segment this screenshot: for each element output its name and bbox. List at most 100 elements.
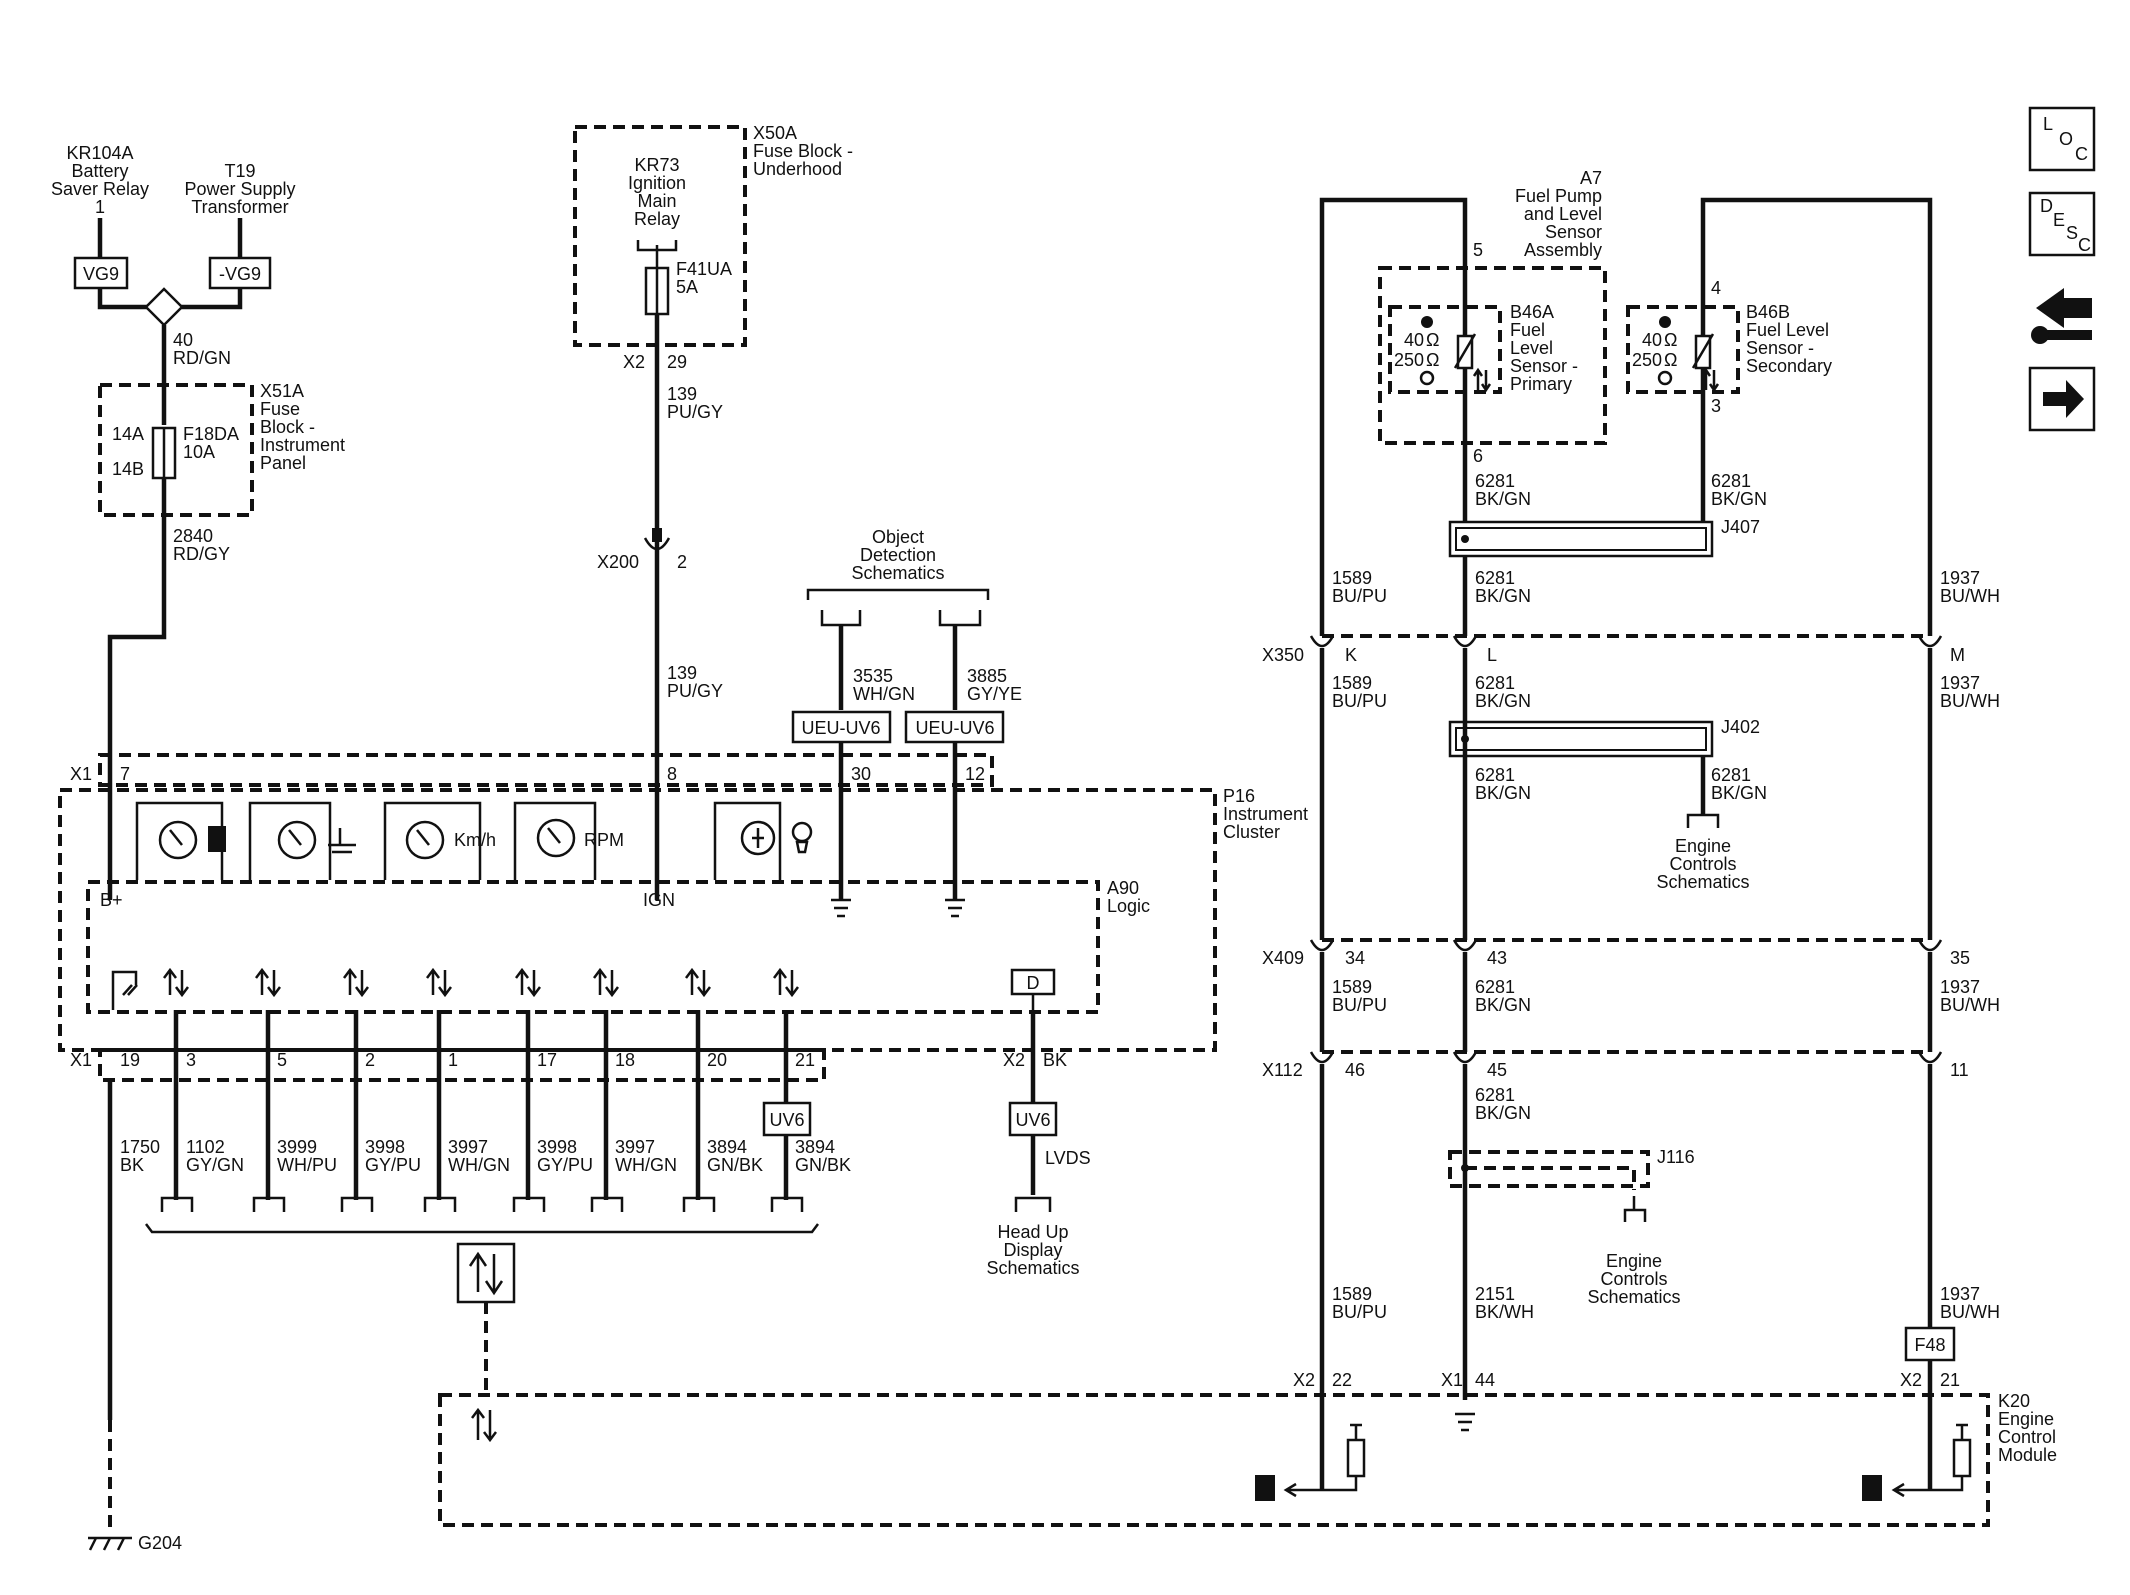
svg-text:BU/PU: BU/PU [1332,995,1387,1015]
svg-text:Instrument: Instrument [1223,804,1308,824]
relay-contact-icon [636,240,678,268]
svg-text:Primary: Primary [1510,374,1572,394]
svg-text:139: 139 [667,384,697,404]
svg-text:BK/GN: BK/GN [1475,489,1531,509]
svg-text:KR73: KR73 [634,155,679,175]
display-illumination [713,801,813,880]
fuel-level-input-secondary [1862,1423,1972,1501]
ecm-ground-icon [1455,1412,1475,1432]
svg-text:PU/GY: PU/GY [667,402,723,422]
wire-40-label: 40 RD/GN [173,330,231,368]
x1-top-label: X1 [70,764,92,784]
svg-text:X51A: X51A [260,381,304,401]
g204-label: G204 [138,1533,182,1553]
desc-letter-c: C [2078,235,2091,255]
svg-text:Panel: Panel [260,453,306,473]
wire-6281-d: 6281 BK/GN [1475,673,1531,711]
f18da-pin-14a: 14A [112,424,144,444]
svg-text:Sensor: Sensor [1545,222,1602,242]
x409-pin-34: 34 [1345,948,1365,968]
x1-pin-8: 8 [667,764,677,784]
desc-letter-s: S [2066,223,2078,243]
x1-pin-20: 20 [707,1050,727,1070]
svg-text:1937: 1937 [1940,977,1980,997]
svg-text:2151: 2151 [1475,1284,1515,1304]
a90-label: A90 Logic [1107,878,1150,916]
svg-text:GN/BK: GN/BK [795,1155,851,1175]
svg-text:WH/GN: WH/GN [853,684,915,704]
svg-text:BU/PU: BU/PU [1332,691,1387,711]
k20-pin-21: 21 [1940,1370,1960,1390]
svg-text:Engine: Engine [1606,1251,1662,1271]
svg-text:BK/GN: BK/GN [1475,586,1531,606]
x1-pin-21: 21 [795,1050,815,1070]
svg-text:BK: BK [120,1155,144,1175]
loc-letter-c: C [2075,144,2088,164]
svg-text:3885: 3885 [967,666,1007,686]
internal-ground-icon [111,970,138,1010]
desc-button[interactable]: D E S C [2028,191,2096,257]
next-arrow-button[interactable] [2028,366,2096,432]
wire-6281-h: 6281 BK/GN [1475,1085,1531,1123]
x1-pin-12: 12 [965,764,985,784]
fuel-level-input-primary [1255,1423,1366,1501]
f18da-pin-14b: 14B [112,459,144,479]
x1-pin-7: 7 [120,764,130,784]
loc-button[interactable]: L O C [2028,106,2096,172]
tachometer-gauge: RPM [513,801,624,880]
svg-text:Engine: Engine [1675,836,1731,856]
svg-text:Schematics: Schematics [1656,872,1749,892]
svg-text:BK/GN: BK/GN [1711,783,1767,803]
svg-text:Schematics: Schematics [986,1258,1079,1278]
svg-text:Level: Level [1510,338,1553,358]
svg-text:250: 250 [1394,350,1424,370]
x1-bottom-label: X1 [70,1050,92,1070]
svg-text:1: 1 [95,197,105,217]
k20-x2-left: X2 [1293,1370,1315,1390]
ecs-label-j402: Engine Controls Schematics [1656,836,1749,892]
desc-letter-d: D [2040,196,2053,216]
lvds-label: LVDS [1045,1148,1091,1168]
k20-x1: X1 [1441,1370,1463,1390]
f41ua-amp: 5A [676,277,698,297]
uv6-box-bus: UV6 [762,1101,812,1137]
x1-top-connector [98,753,994,787]
x409-pin-43: 43 [1487,948,1507,968]
connector-tool-icon[interactable] [2031,288,2092,344]
svg-text:6281: 6281 [1475,765,1515,785]
x1-pin-3: 3 [186,1050,196,1070]
svg-text:Fuel Level: Fuel Level [1746,320,1829,340]
ground-symbol-left [831,898,851,918]
wire-3535-label: 3535 WH/GN [853,666,915,704]
svg-text:BU/PU: BU/PU [1332,1302,1387,1322]
svg-text:3998: 3998 [365,1137,405,1157]
x50a-fuse-block [573,125,747,347]
wire-1937-c: 1937 BU/WH [1940,977,2000,1015]
k20-x2-right: X2 [1900,1370,1922,1390]
desc-letter-e: E [2053,210,2065,230]
ueu-uv6-box-left: UEU-UV6 [791,710,892,744]
x1-pin-17: 17 [537,1050,557,1070]
svg-text:3998: 3998 [537,1137,577,1157]
wire-3885-label: 3885 GY/YE [967,666,1022,704]
svg-text:X50A: X50A [753,123,797,143]
b46b-label: B46B Fuel Level Sensor - Secondary [1746,302,1832,376]
svg-text:RD/GY: RD/GY [173,544,230,564]
svg-text:3997: 3997 [448,1137,488,1157]
svg-text:250: 250 [1632,350,1662,370]
svg-text:6281: 6281 [1711,471,1751,491]
ecs-label-j116: Engine Controls Schematics [1587,1251,1680,1307]
lamp-icon [791,821,813,843]
x112-pin-45: 45 [1487,1060,1507,1080]
bus-arrows [163,967,799,998]
svg-text:Detection: Detection [860,545,936,565]
svg-text:RD/GN: RD/GN [173,348,231,368]
wire-6281-f: 6281 BK/GN [1711,765,1767,803]
t19-label: T19 Power Supply Transformer [184,161,295,217]
svg-text:6281: 6281 [1475,568,1515,588]
bus-terminals [145,1196,819,1234]
x1-pin-19: 19 [120,1050,140,1070]
svg-text:A7: A7 [1580,168,1602,188]
a7-pin-3: 3 [1711,396,1721,416]
